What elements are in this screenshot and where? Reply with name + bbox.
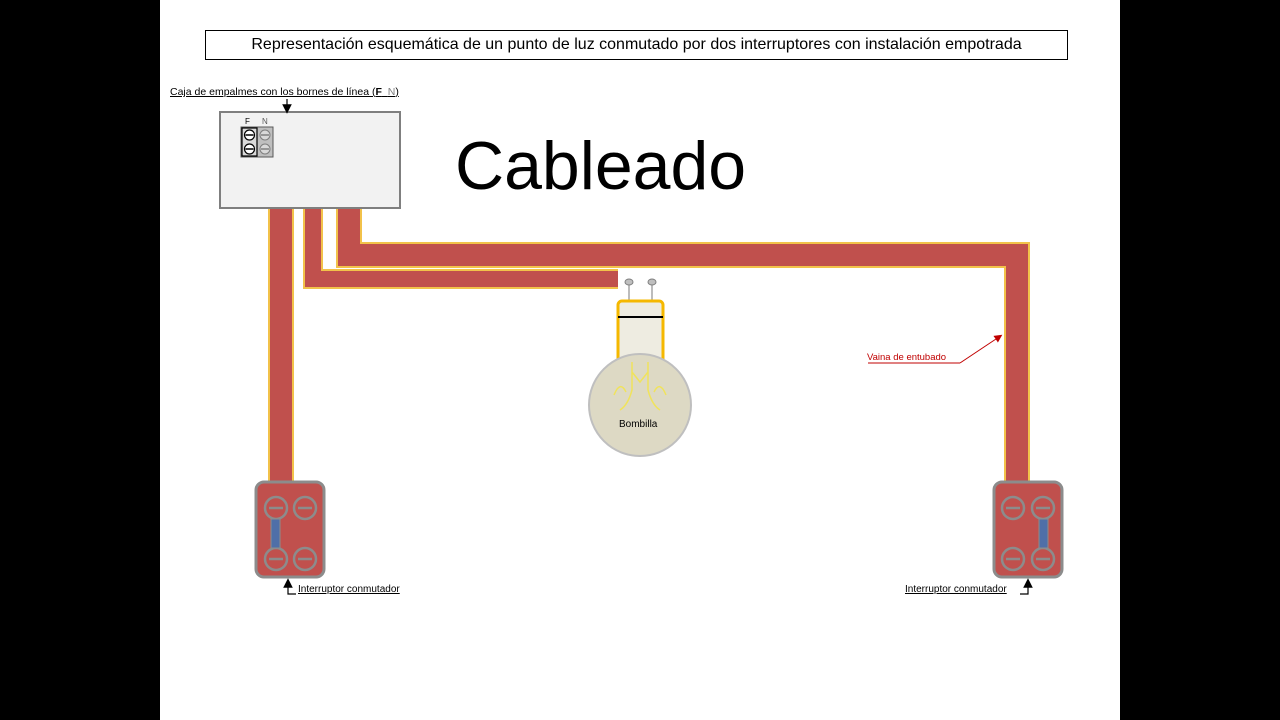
terminal-n-label: N: [262, 117, 268, 126]
conduits: [268, 208, 1030, 484]
terminal-block: [240, 126, 274, 158]
conduit-label: Vaina de entubado: [867, 352, 947, 363]
slide-title: Representación esquemática de un punto d…: [251, 36, 1022, 53]
right-switch-label: Interruptor conmutador: [905, 584, 1007, 595]
right-switch: [992, 480, 1064, 579]
lamp-label: Bombilla: [619, 419, 658, 430]
right-switch-rocker: [1038, 518, 1049, 549]
lamp-bulb: [588, 353, 692, 457]
heading-cableado: Cableado: [455, 128, 747, 204]
terminal-f-label: F: [245, 117, 250, 126]
left-switch: [254, 480, 326, 579]
junction-box: [219, 111, 401, 209]
junction-box-label-close: ): [395, 86, 399, 98]
conduit-annotation: [868, 334, 1003, 364]
right-switch-arrow: [1020, 578, 1033, 595]
slide-title-box: Representación esquemática de un punto d…: [205, 30, 1068, 60]
left-switch-label: Interruptor conmutador: [298, 584, 400, 595]
junction-box-label-text: Caja de empalmes con los bornes de línea…: [170, 86, 376, 98]
left-switch-rocker: [270, 518, 281, 549]
lamp-filament: [613, 362, 667, 411]
junction-box-label-n: N: [387, 86, 396, 98]
lamp: [588, 278, 692, 457]
left-switch-arrow: [283, 578, 296, 595]
junction-box-label-f: F: [375, 86, 382, 98]
junction-box-label: Caja de empalmes con los bornes de línea…: [170, 86, 399, 98]
